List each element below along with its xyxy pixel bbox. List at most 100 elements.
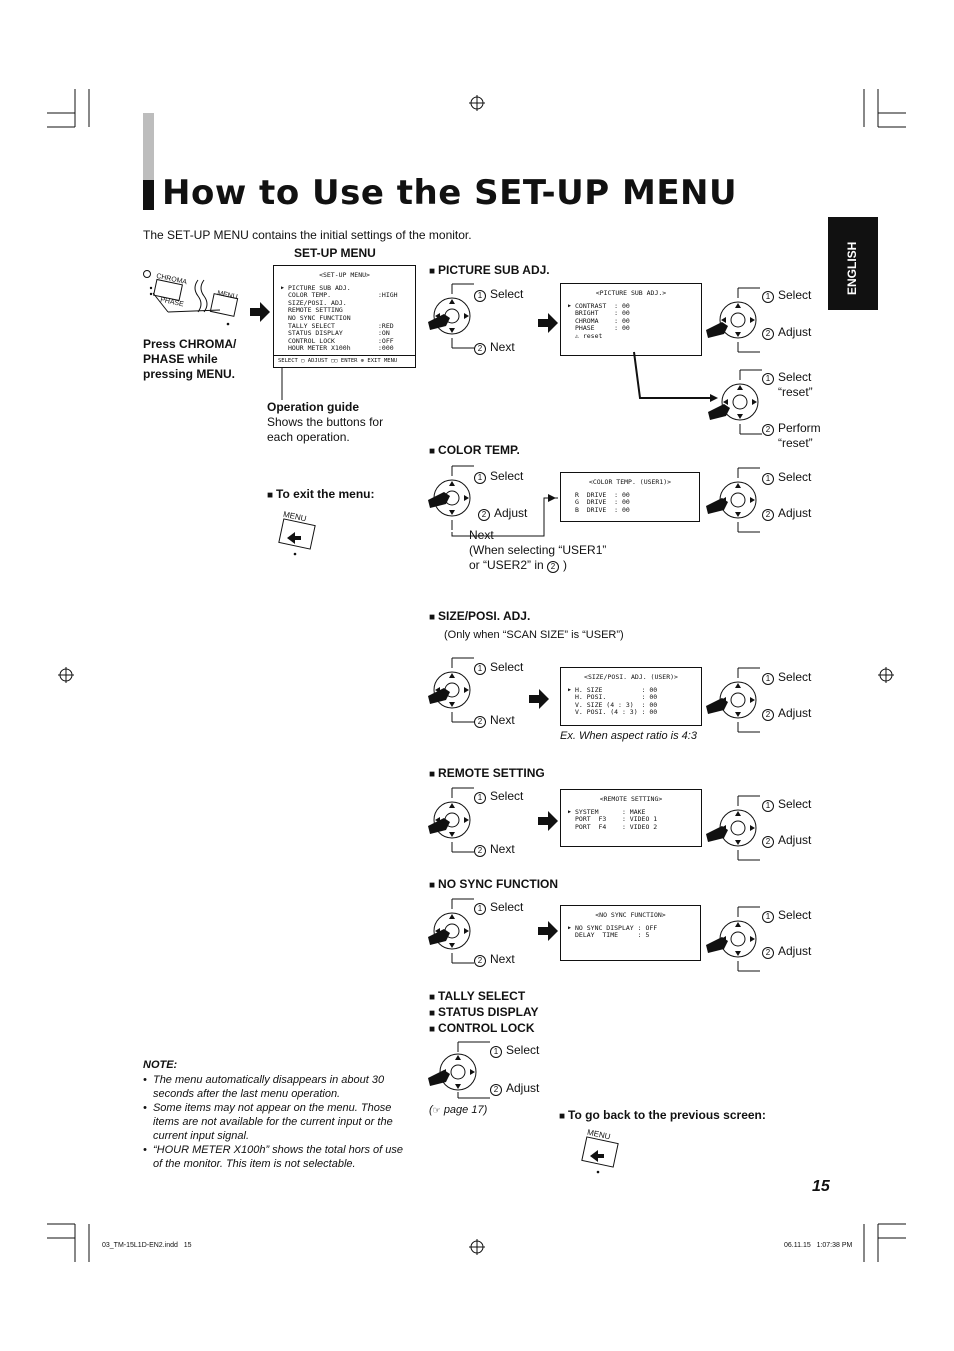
- color-osd-row: G DRIVE : 00: [575, 498, 630, 507]
- pointing-hand-icon: ☞: [432, 1105, 441, 1115]
- arrow-right-icon: [538, 313, 558, 333]
- control-pad-icon: [428, 657, 474, 723]
- picture-osd-title: <PICTURE SUB ADJ.>: [595, 289, 667, 297]
- setup-osd-title: <SET-UP MENU>: [319, 271, 370, 279]
- color-next-connector: [451, 494, 558, 537]
- setup-osd-row: STATUS DISPLAY :ON: [288, 329, 390, 338]
- control-pad-icon: [706, 467, 760, 533]
- picture-osd-row: PHASE : 00: [575, 324, 630, 333]
- go-back-heading: To go back to the previous screen:: [559, 1108, 766, 1124]
- control-pad-icon: [706, 795, 760, 861]
- control-pad-icon: [706, 667, 760, 733]
- note-item: • “HOUR METER X100h” shows the total hor…: [143, 1144, 404, 1170]
- setup-osd-row: HOUR METER X100h :000: [288, 344, 394, 353]
- setup-osd-row: PICTURE SUB ADJ.: [274, 284, 415, 293]
- remote-osd-row: PORT F4 : VIDEO 2: [575, 822, 658, 831]
- reset-select-sub: “reset”: [778, 385, 813, 399]
- size-posi-heading: SIZE/POSI. ADJ.: [429, 609, 530, 625]
- page-ref-text: page 17): [443, 1104, 488, 1116]
- arrow-right-icon: [529, 689, 549, 709]
- remote-osd-row: PORT F3 : VIDEO 1: [575, 815, 658, 824]
- press-instruction: Press CHROMA/ PHASE while pressing MENU.: [143, 337, 237, 381]
- size-posi-osd: <SIZE/POSI. ADJ. (USER)> H. SIZE : 00 H.…: [560, 667, 702, 726]
- picture-sub-adj-osd: <PICTURE SUB ADJ.> CONTRAST : 00 BRIGHT …: [560, 283, 702, 356]
- control-pad-icon: [708, 369, 762, 435]
- control-pad-icon: [706, 906, 760, 972]
- remote-setting-osd: <REMOTE SETTING> SYSTEM : MAKE PORT F3 :…: [560, 789, 702, 847]
- picture-osd-row: BRIGHT : 00: [575, 309, 630, 318]
- setup-menu-osd: <SET-UP MENU> PICTURE SUB ADJ. COLOR TEM…: [273, 265, 416, 368]
- size-posi-subnote: (Only when “SCAN SIZE” is “USER”): [444, 629, 624, 641]
- reset-perform-sub: “reset”: [778, 436, 813, 450]
- note-item: • The menu automatically disappears in a…: [143, 1074, 385, 1100]
- control-pad-icon: [428, 787, 474, 853]
- size-osd-row: V. SIZE (4 : 3) : 00: [575, 700, 658, 709]
- footer-file: 03_TM-15L1D-EN2.indd 15: [102, 1242, 192, 1249]
- color-osd-title: <COLOR TEMP. (USER1)>: [588, 478, 672, 486]
- tally-select-heading: TALLY SELECT: [429, 989, 525, 1005]
- tally-page-ref: (☞ page 17): [429, 1104, 488, 1116]
- picture-osd-row: ⚠ reset: [575, 331, 603, 340]
- size-osd-row: V. POSI. (4 : 3) : 00: [575, 708, 658, 717]
- intro-text: The SET-UP MENU contains the initial set…: [143, 228, 472, 242]
- operation-guide-title: Operation guide: [267, 400, 360, 414]
- setup-osd-row: TALLY SELECT :RED: [288, 321, 394, 330]
- page-number: 15: [812, 1178, 830, 1195]
- arrow-right-icon: [538, 921, 558, 941]
- color-next-note: Next(When selecting “USER1”or “USER2” in…: [469, 528, 607, 573]
- setup-osd-row: SIZE/POSI. ADJ.: [288, 298, 347, 307]
- size-osd-title: <SIZE/POSI. ADJ. (USER)>: [584, 673, 678, 681]
- no-sync-heading: NO SYNC FUNCTION: [429, 877, 558, 893]
- arrow-right-icon: [250, 302, 270, 322]
- setup-osd-row: NO SYNC FUNCTION: [288, 313, 351, 322]
- size-osd-row: H. POSI. : 00: [575, 693, 658, 702]
- setup-osd-row: REMOTE SETTING: [288, 306, 343, 315]
- note-title: NOTE:: [143, 1059, 178, 1071]
- exit-heading: To exit the menu:: [267, 487, 374, 503]
- reset-connector: [633, 351, 718, 402]
- note-list: • The menu automatically disappears in a…: [143, 1073, 405, 1171]
- color-osd-row: R DRIVE : 00: [575, 490, 630, 499]
- picture-osd-row: CONTRAST : 00: [561, 302, 701, 311]
- nosync-osd-row: DELAY TIME : 5: [575, 931, 650, 940]
- setup-osd-row: CONTROL LOCK :OFF: [288, 336, 394, 345]
- arrow-right-icon: [538, 811, 558, 831]
- color-temp-osd: <COLOR TEMP. (USER1)> R DRIVE : 00 G DRI…: [560, 472, 700, 522]
- footer-timestamp: 06.11.15 1:07:38 PM: [784, 1242, 853, 1249]
- page-title: How to Use the SET-UP MENU: [162, 173, 738, 213]
- language-tab-label: ENGLISH: [845, 241, 859, 295]
- title-accent-bar: [143, 113, 154, 181]
- size-posi-caption: Ex. When aspect ratio is 4:3: [560, 730, 697, 742]
- title-marker: [143, 180, 154, 210]
- control-pad-icon: [428, 465, 474, 530]
- remote-setting-heading: REMOTE SETTING: [429, 766, 545, 782]
- control-lock-heading: CONTROL LOCK: [429, 1021, 534, 1037]
- picture-sub-adj-heading: PICTURE SUB ADJ.: [429, 263, 550, 279]
- setup-osd-row: COLOR TEMP. :HIGH: [288, 291, 398, 300]
- menu-button-exit-icon: [278, 518, 316, 556]
- menu-button-back-icon: [581, 1136, 619, 1174]
- setup-menu-heading: SET-UP MENU: [294, 246, 376, 260]
- status-display-heading: STATUS DISPLAY: [429, 1005, 538, 1021]
- color-temp-heading: COLOR TEMP.: [429, 443, 520, 459]
